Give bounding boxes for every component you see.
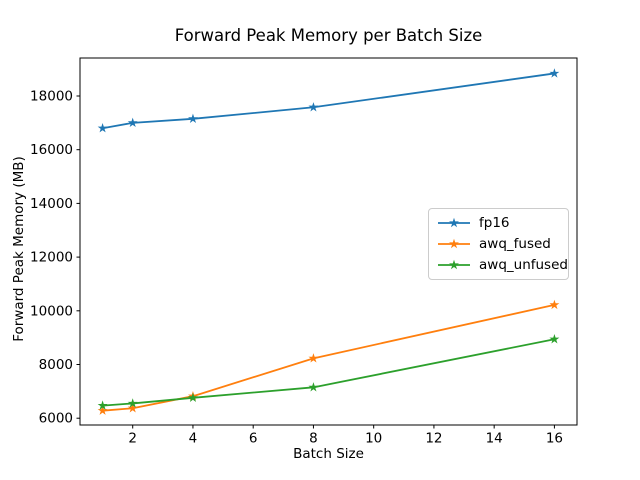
legend-star-icon — [449, 238, 459, 249]
y-tick-label: 14000 — [30, 196, 73, 212]
x-tick-label: 10 — [365, 431, 382, 447]
y-tick-label: 6000 — [39, 411, 73, 427]
legend: fp16 awq_fused awq_unfused — [428, 208, 569, 280]
y-tick-label: 12000 — [30, 250, 73, 266]
y-tick-label: 10000 — [30, 303, 73, 319]
data-point-awq_fused — [549, 299, 560, 310]
legend-swatch-awq_unfused — [438, 259, 470, 270]
x-tick-label: 2 — [128, 431, 137, 447]
legend-entry-fp16: fp16 — [437, 215, 560, 231]
chart-title: Forward Peak Memory per Batch Size — [174, 26, 483, 45]
x-tick-label: 4 — [189, 431, 198, 447]
data-point-awq_unfused — [549, 334, 560, 344]
data-point-awq_unfused — [97, 400, 108, 410]
data-point-awq_fused — [308, 353, 319, 363]
data-point-fp16 — [97, 123, 108, 133]
legend-label: awq_unfused — [479, 257, 568, 273]
data-point-fp16 — [308, 102, 319, 112]
x-tick-label: 14 — [486, 431, 503, 447]
x-tick-label: 8 — [309, 431, 318, 447]
legend-entry-awq_unfused: awq_unfused — [437, 257, 568, 273]
x-tick-label: 6 — [249, 431, 258, 447]
y-tick-label: 18000 — [30, 88, 73, 104]
data-point-fp16 — [188, 113, 198, 124]
data-point-awq_unfused — [127, 398, 138, 408]
series-line-awq_fused — [101, 303, 556, 412]
data-point-awq_unfused — [188, 392, 198, 403]
y-tick-label: 16000 — [30, 142, 73, 158]
data-point-fp16 — [127, 117, 138, 128]
legend-label: fp16 — [479, 215, 510, 231]
series-line-awq_unfused — [101, 338, 556, 407]
axes-frame — [79, 57, 578, 426]
data-point-fp16 — [549, 68, 560, 78]
legend-label: awq_fused — [479, 236, 551, 252]
x-tick-label: 16 — [546, 431, 563, 447]
data-point-awq_fused — [97, 405, 108, 415]
x-tick-label: 12 — [425, 431, 442, 447]
legend-entry-awq_fused: awq_fused — [437, 236, 560, 252]
legend-star-icon — [449, 217, 459, 228]
legend-star-icon — [449, 259, 459, 270]
legend-swatch-awq_fused — [438, 238, 470, 249]
series-line-fp16 — [101, 72, 556, 130]
data-point-awq_fused — [127, 403, 138, 413]
legend-swatch-fp16 — [438, 217, 470, 228]
data-point-awq_unfused — [308, 382, 319, 392]
y-tick-label: 8000 — [39, 357, 73, 373]
x-axis-label: Batch Size — [293, 446, 364, 462]
